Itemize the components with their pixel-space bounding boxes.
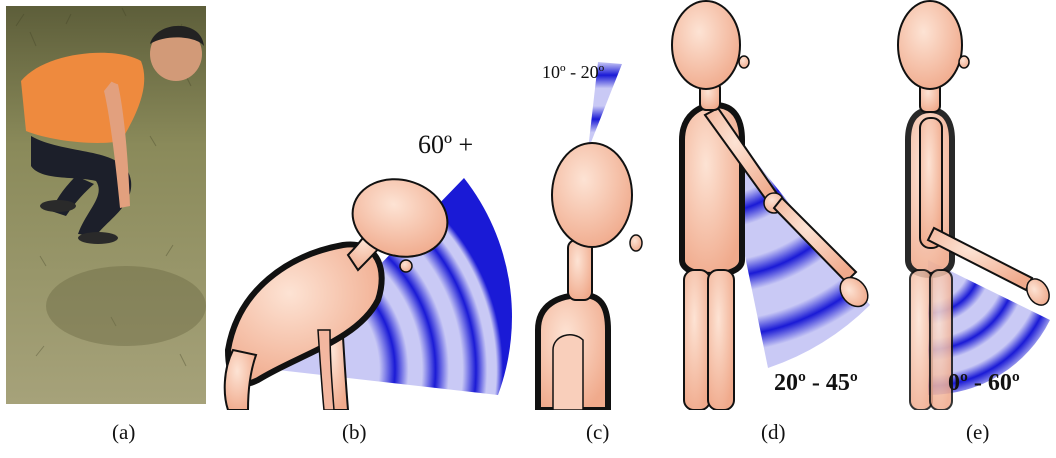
angle-label: 10º - 20º [542, 62, 604, 83]
angle-label: 0º - 60º [948, 370, 1020, 397]
panel-b-trunk-flexion: 60º + [218, 0, 518, 410]
head [898, 1, 962, 89]
caption-b: (b) [342, 420, 367, 445]
panel-e-shoulder-flexion: 0º - 60º [888, 0, 1056, 410]
head [672, 1, 740, 89]
head [552, 143, 632, 247]
panel-d-shoulder-flexion: 20º - 45º [670, 0, 878, 410]
caption-e: (e) [966, 420, 989, 445]
caption-a: (a) [112, 420, 135, 445]
angle-label: 20º - 45º [774, 370, 858, 397]
caption-d: (d) [761, 420, 786, 445]
panel-a-photo [6, 6, 206, 404]
squatting-person-photo [6, 6, 206, 404]
angle-label: 60º + [418, 130, 473, 160]
caption-c: (c) [586, 420, 609, 445]
panel-c-neck-flexion: 10º - 20º [528, 0, 668, 410]
